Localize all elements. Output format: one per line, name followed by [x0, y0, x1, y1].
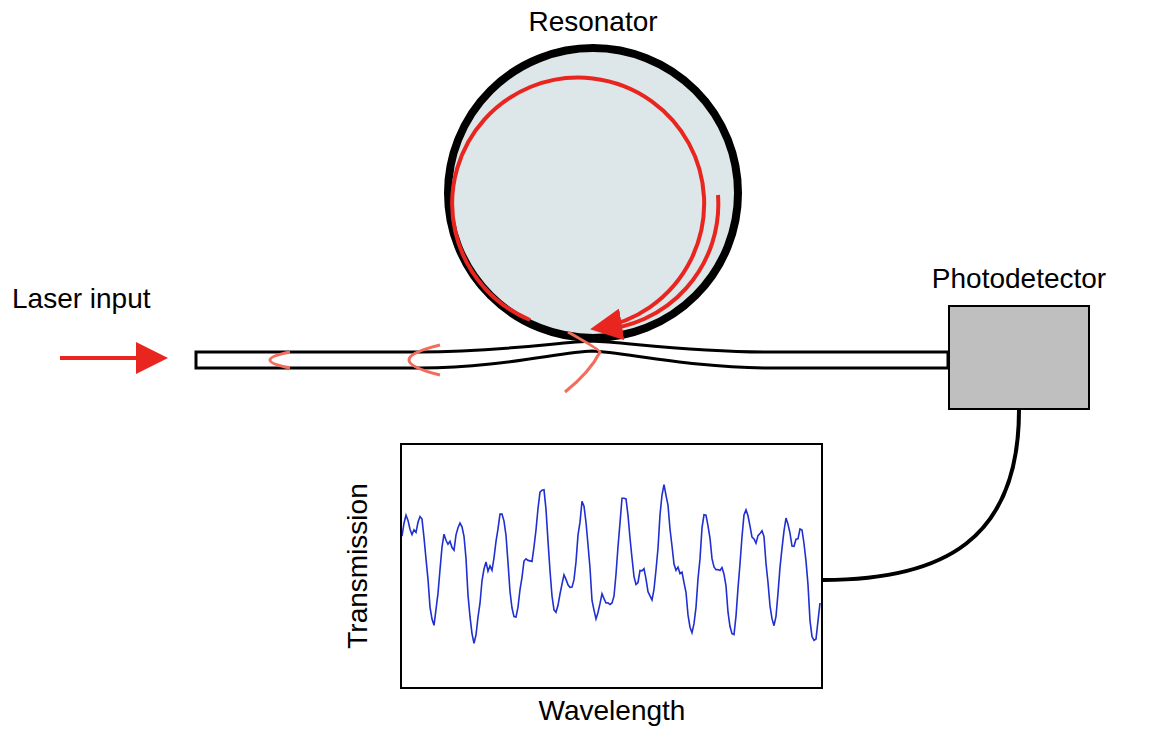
resonator-node: Resonator	[448, 0, 738, 340]
node-heading: Resonator	[528, 6, 657, 38]
axis-label: Wavelength	[539, 695, 686, 727]
laser-arrow	[60, 356, 160, 360]
tapered-fiber	[196, 341, 948, 368]
trace-line	[402, 485, 820, 644]
photodetector-box: Photodetector	[948, 305, 1090, 410]
node-heading: Photodetector	[932, 263, 1106, 295]
transmission-trace	[402, 485, 820, 644]
wavefront	[409, 345, 440, 375]
wavefront	[565, 332, 600, 392]
circulating-light	[598, 195, 718, 330]
circulating-light	[452, 78, 704, 328]
signal-cable	[823, 410, 1019, 580]
spectrum-plot: TransmissionWavelength	[400, 443, 823, 689]
source-label: Laser input	[12, 283, 151, 315]
node-heading: Transmission	[342, 483, 374, 648]
wavefront	[270, 352, 290, 368]
resonator-disk	[448, 48, 738, 338]
